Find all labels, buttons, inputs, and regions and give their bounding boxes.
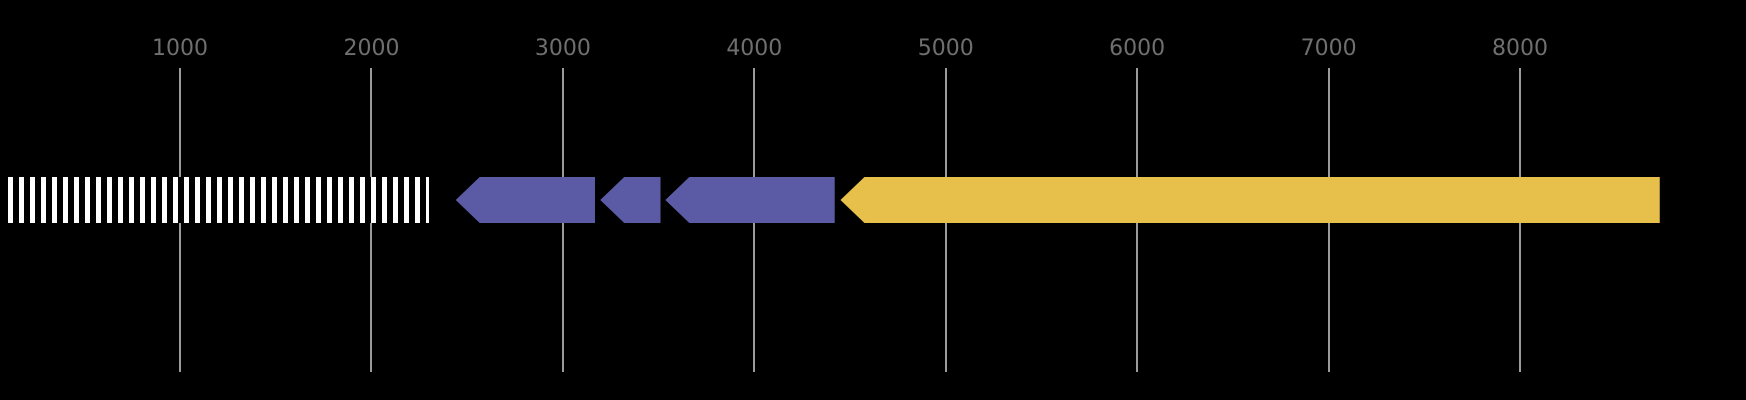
axis-tick-label: 1000 [152,36,209,61]
axis-tick-label: 5000 [917,36,974,61]
feature-hatched-region [7,177,429,223]
axis-tick-label: 8000 [1492,36,1549,61]
axis-tick-label: 4000 [726,36,783,61]
feature-gene-arrow-4 [840,177,1660,223]
axis-tick-label: 7000 [1300,36,1357,61]
feature-gene-arrow-3 [665,177,835,223]
feature-gene-arrow-2 [600,177,661,223]
feature-gene-arrow-1 [455,177,596,223]
axis-tick-label: 3000 [534,36,591,61]
axis-tick-label: 6000 [1109,36,1166,61]
axis-tick-label: 2000 [343,36,400,61]
